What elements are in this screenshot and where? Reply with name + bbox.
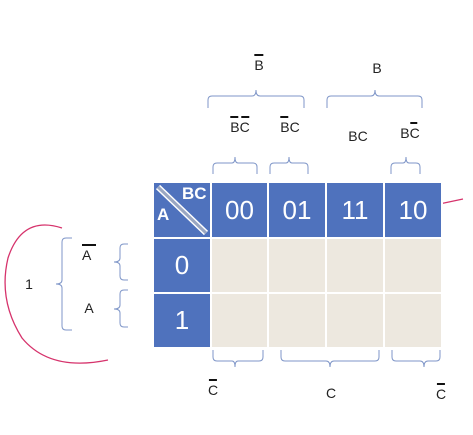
corner-diagonal xyxy=(155,184,209,236)
label-b-bar-c: BC xyxy=(280,116,300,135)
row-header-0: 0 xyxy=(154,239,212,294)
bracket-col-10 xyxy=(390,156,421,174)
kmap-cell-0-01 xyxy=(269,239,327,294)
bracket-left-a-bar xyxy=(113,243,128,281)
col-header-00: 00 xyxy=(212,183,269,239)
kmap-cell-0-00 xyxy=(212,239,269,294)
bracket-left-a xyxy=(113,289,128,328)
label-b-bar: B xyxy=(254,54,264,73)
kmap-cell-1-01 xyxy=(269,294,327,349)
overbar-b xyxy=(230,116,239,118)
label-c-bar-right: C xyxy=(436,383,446,402)
label-a: A xyxy=(84,300,94,316)
kmap-corner: A BC xyxy=(154,183,212,239)
label-b-bar-c-bar: BC xyxy=(230,116,250,135)
bracket-bottom-c-bar-left xyxy=(212,350,264,368)
overbar-b xyxy=(280,116,289,118)
kmap-cell-0-10 xyxy=(385,239,443,294)
bracket-b xyxy=(326,89,423,108)
bracket-bottom-c xyxy=(280,350,380,368)
kmap-cell-1-11 xyxy=(327,294,385,349)
label-a-bar: A xyxy=(82,244,96,263)
overbar-c xyxy=(241,116,250,118)
label-one: 1 xyxy=(25,276,33,292)
overbar-c xyxy=(437,383,445,385)
overbar-c xyxy=(410,122,418,124)
bracket-b-bar xyxy=(207,89,305,108)
bracket-left-outer xyxy=(55,237,72,331)
red-circle-annotation xyxy=(4,224,109,364)
bracket-col-01 xyxy=(269,156,309,174)
col-header-01: 01 xyxy=(269,183,327,239)
overbar xyxy=(254,54,264,56)
kmap-cell-1-10 xyxy=(385,294,443,349)
label-b: B xyxy=(372,60,382,76)
overbar-c xyxy=(209,379,217,381)
label-c-bar-left: C xyxy=(208,379,218,398)
corner-col-var: BC xyxy=(182,184,207,203)
label-bc: BC xyxy=(348,128,368,144)
kmap-cell-1-00 xyxy=(212,294,269,349)
overbar-a xyxy=(82,244,96,246)
col-header-11: 11 xyxy=(327,183,385,239)
col-header-10: 10 xyxy=(385,183,443,239)
bracket-bottom-c-bar-right xyxy=(391,350,441,368)
bracket-col-00 xyxy=(212,156,258,174)
kmap-cell-0-11 xyxy=(327,239,385,294)
label-b-c-bar: BC xyxy=(400,122,420,141)
label-c: C xyxy=(325,385,337,401)
row-header-1: 1 xyxy=(154,294,212,349)
corner-row-var: A xyxy=(157,205,170,224)
